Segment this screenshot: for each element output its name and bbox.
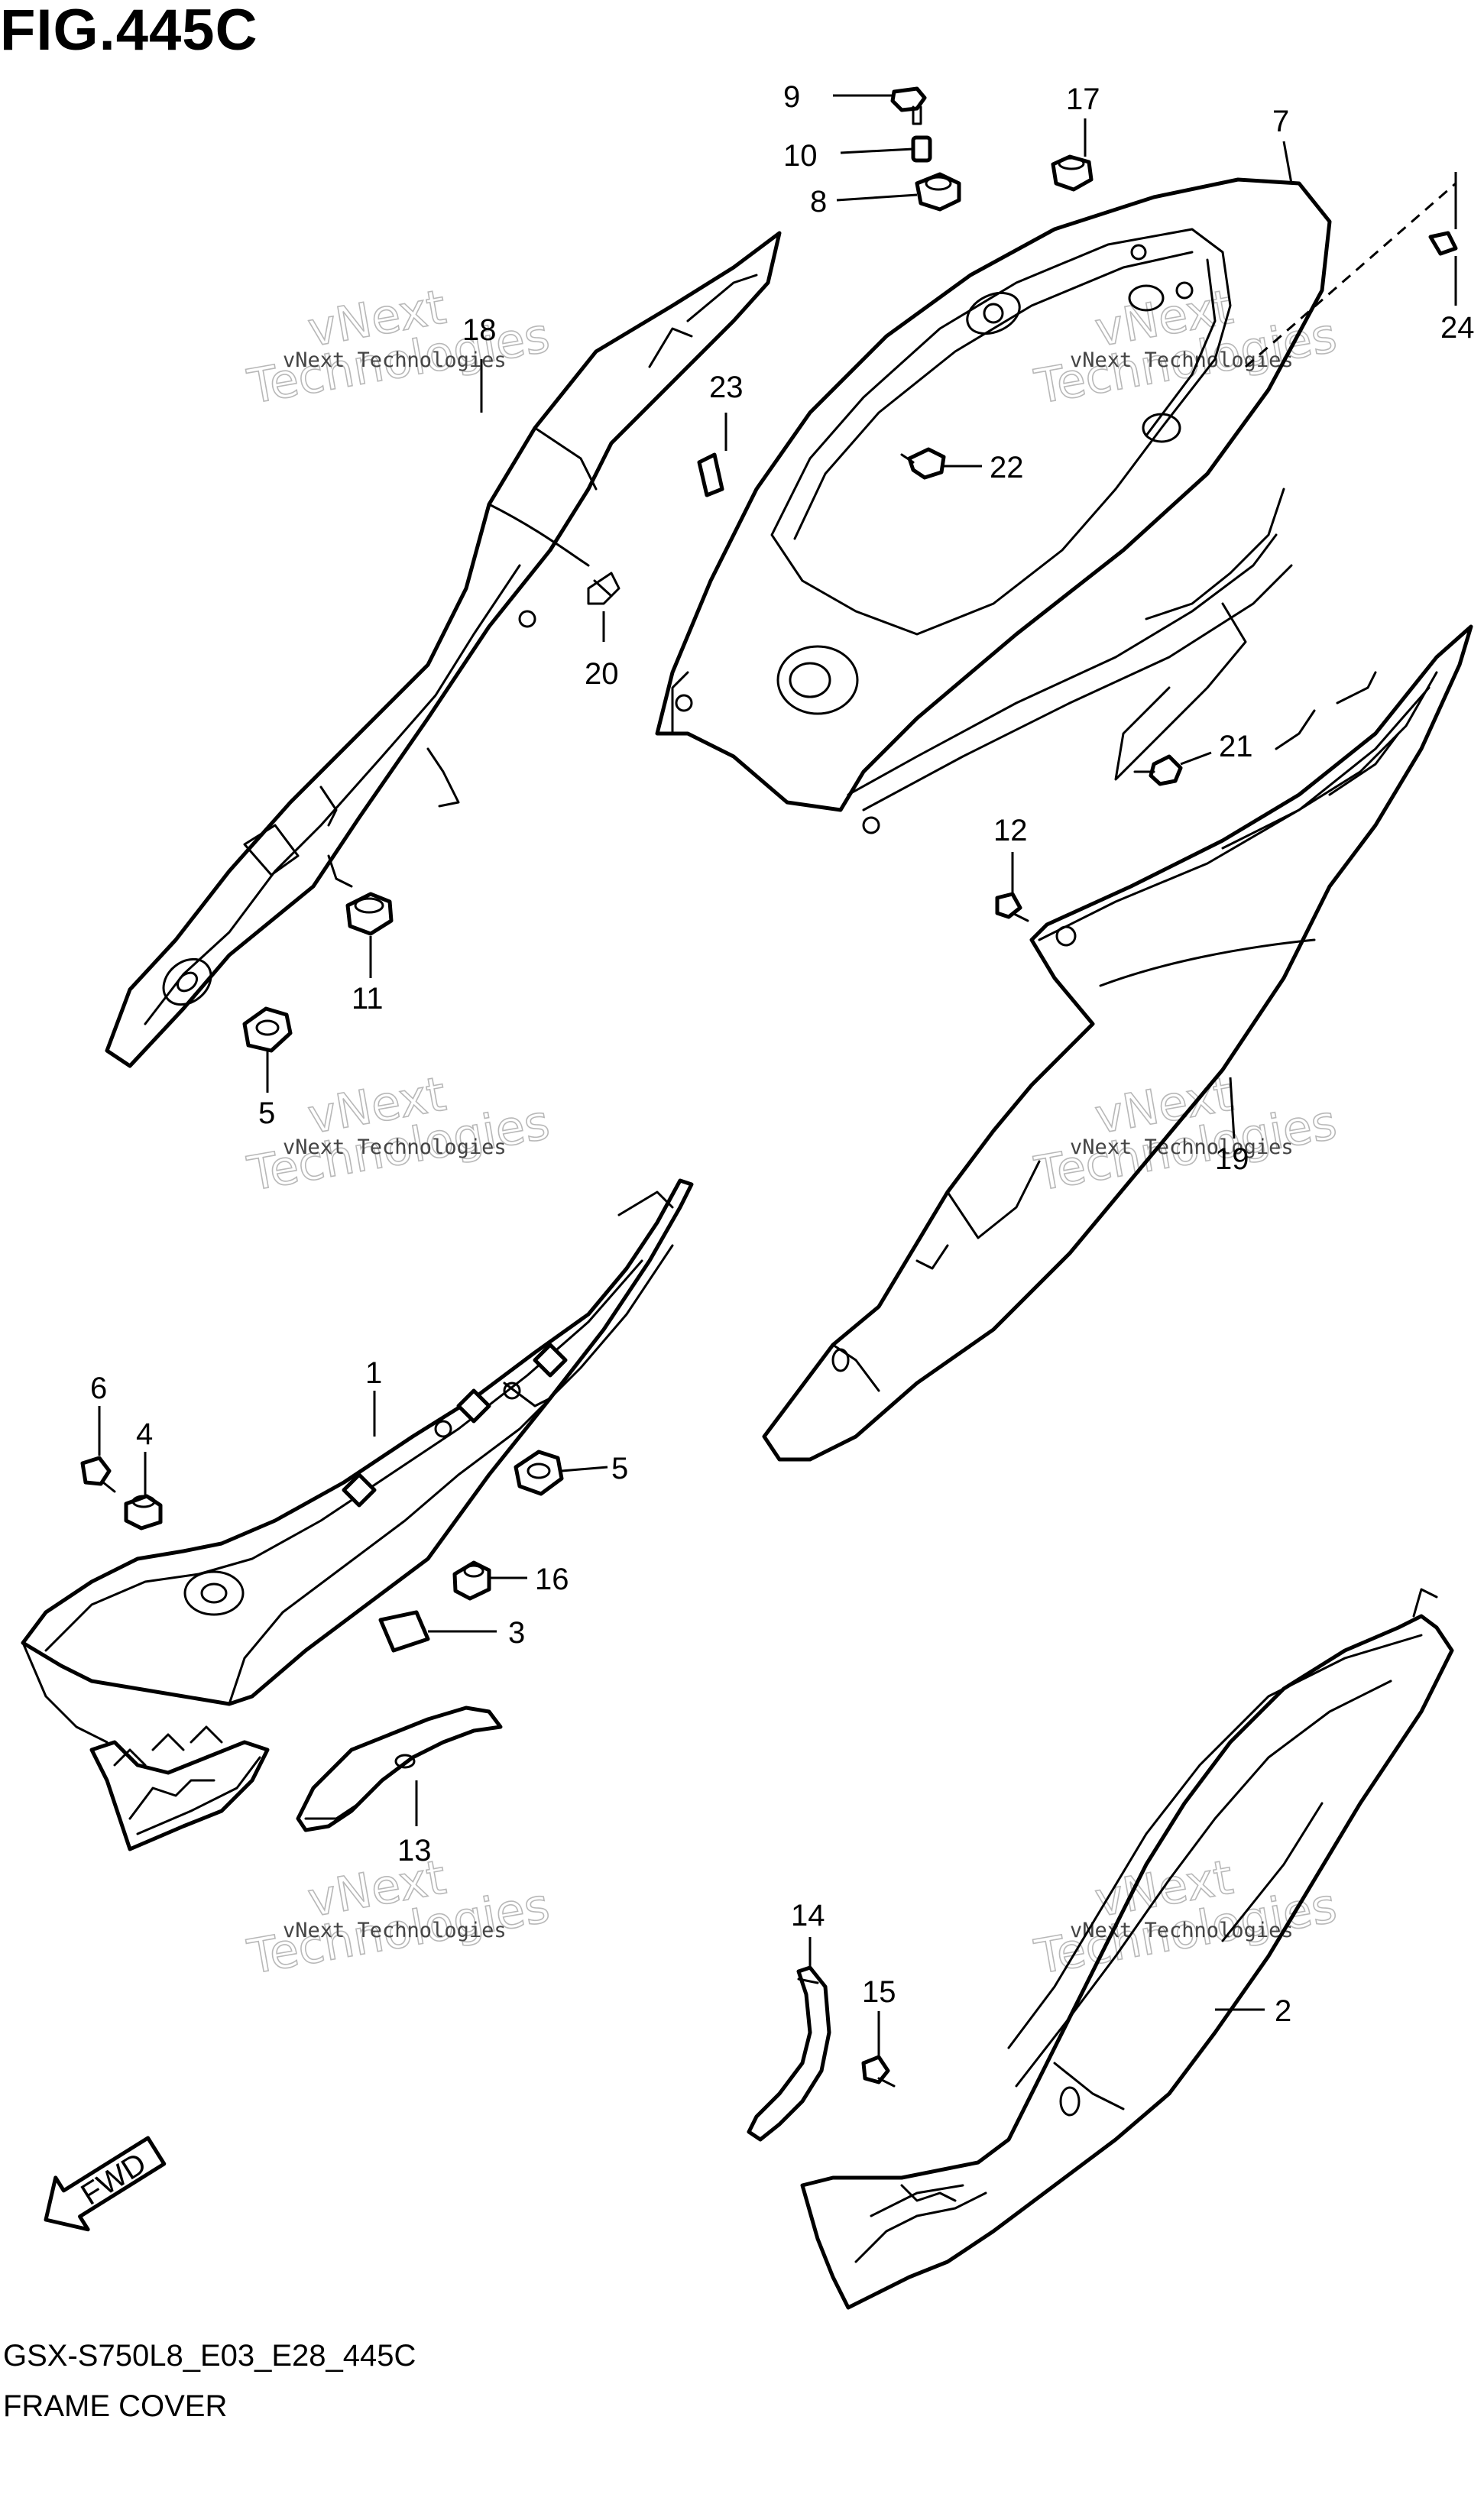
watermark-small: vNext Technologies xyxy=(283,348,507,372)
callout-11: 11 xyxy=(352,982,384,1016)
watermark-small: vNext Technologies xyxy=(1070,1919,1294,1942)
part-16-grommet xyxy=(452,1560,491,1601)
part-2-right-frame-cover xyxy=(800,1588,1454,2310)
part-13-bracket xyxy=(296,1706,503,1832)
callout-21: 21 xyxy=(1219,730,1253,763)
callout-16: 16 xyxy=(535,1563,569,1596)
callout-5: 5 xyxy=(258,1097,275,1130)
part-5-grommet-upper xyxy=(242,1006,293,1053)
part-1-left-frame-cover xyxy=(21,1178,694,1851)
callout-6: 6 xyxy=(90,1372,107,1405)
callout-2: 2 xyxy=(1275,1994,1291,2028)
part-19-right-seat-rail-cover xyxy=(762,624,1473,1462)
part-5-grommet-lower xyxy=(514,1450,564,1496)
part-9-screw xyxy=(890,86,927,112)
callout-3: 3 xyxy=(508,1616,525,1650)
model-code: GSX-S750L8_E03_E28_445C xyxy=(3,2339,416,2373)
part-24-cushion xyxy=(1428,231,1458,256)
watermark-small: vNext Technologies xyxy=(283,1135,507,1159)
hardware-group xyxy=(80,86,1458,2088)
callout-15: 15 xyxy=(862,1975,896,2009)
part-18-left-seat-rail-cover xyxy=(105,231,782,1068)
callout-9: 9 xyxy=(783,80,800,114)
fwd-label: FWD xyxy=(76,2146,153,2212)
callout-1: 1 xyxy=(365,1356,382,1390)
part-21-screw xyxy=(1149,754,1183,786)
callout-8: 8 xyxy=(810,185,827,219)
figure-footer: GSX-S750L8_E03_E28_445C FRAME COVER xyxy=(3,2331,416,2431)
part-22-clip xyxy=(907,447,946,480)
callout-14: 14 xyxy=(791,1899,825,1932)
part-11-grommet xyxy=(345,892,394,936)
callout-17: 17 xyxy=(1066,83,1100,116)
watermark-small: vNext Technologies xyxy=(1070,1135,1294,1159)
callout-10: 10 xyxy=(783,139,818,173)
leader-lines xyxy=(98,94,1457,2057)
callout-18: 18 xyxy=(462,313,497,347)
part-15-bolt xyxy=(861,2055,890,2085)
part-23-cushion xyxy=(697,452,724,497)
callout-24: 24 xyxy=(1440,311,1475,345)
callout-12: 12 xyxy=(993,814,1028,847)
callout-19: 19 xyxy=(1215,1142,1249,1176)
part-8-grommet xyxy=(915,172,961,212)
part-10-collar xyxy=(911,135,932,163)
callout-4: 4 xyxy=(136,1417,153,1451)
watermark-small: vNext Technologies xyxy=(283,1919,507,1942)
callout-7: 7 xyxy=(1272,105,1289,138)
part-3-cushion xyxy=(378,1610,430,1653)
part-7-rear-tail-cover xyxy=(655,177,1332,834)
part-17-plug xyxy=(1051,154,1094,192)
callout-20: 20 xyxy=(585,657,619,691)
callout-5b: 5 xyxy=(611,1452,628,1485)
part-14-stay xyxy=(747,1965,831,2142)
callout-labels: 9 10 8 17 7 24 18 23 22 20 21 12 11 5 19… xyxy=(90,80,1475,2028)
part-6-bolt xyxy=(80,1456,112,1486)
callout-22: 22 xyxy=(990,451,1024,484)
section-name: FRAME COVER xyxy=(3,2389,228,2423)
figure-title: FIG.445C xyxy=(0,0,258,63)
watermark-small: vNext Technologies xyxy=(1070,348,1294,372)
callout-23: 23 xyxy=(709,371,744,404)
part-12-bolt xyxy=(995,892,1022,919)
fwd-arrow: FWD xyxy=(44,2136,167,2232)
callout-13: 13 xyxy=(397,1834,432,1867)
